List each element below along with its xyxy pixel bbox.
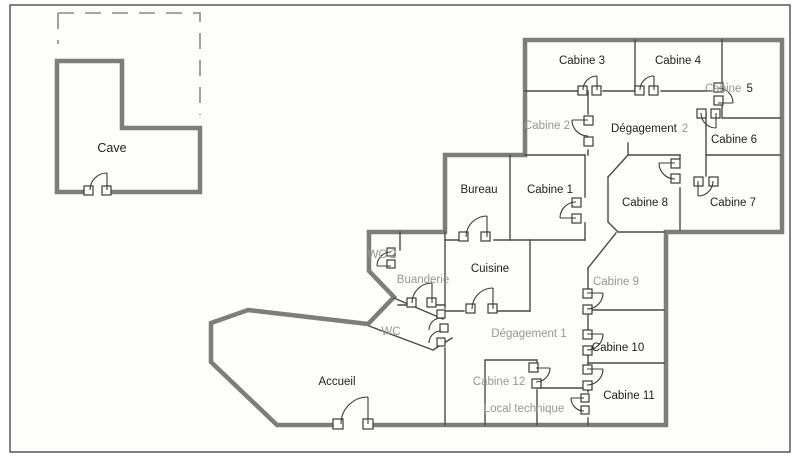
- room-label-cabine2: Cabine 2: [524, 120, 570, 132]
- room-label-wc2: WC 2: [368, 249, 397, 261]
- room-label-cabine3: Cabine 3: [559, 55, 605, 67]
- room-label-cabine9: Cabine 9: [593, 276, 639, 288]
- room-label-wc: WC: [381, 326, 400, 338]
- room-label-cabine12: Cabine 12: [473, 376, 525, 388]
- wc2-door-icon: [376, 247, 396, 269]
- room-label-degagement1: Dégagement 1: [491, 328, 566, 340]
- cave-exterior-wall: [54, 58, 203, 195]
- cuisine-door-icon: [465, 287, 498, 314]
- sheet-border: [9, 4, 791, 453]
- cave-door-icon: [83, 172, 112, 196]
- boundary-dashed-line: [57, 12, 201, 115]
- room-label-accueil: Accueil: [318, 376, 355, 388]
- room-label-cabine6: Cabine 6: [711, 134, 757, 146]
- cabine5-door-icon: [713, 82, 734, 106]
- room-label-cabine1: Cabine 1: [527, 184, 573, 196]
- interior-partitions: [368, 39, 781, 426]
- wc-doors-icon: [428, 309, 449, 347]
- room-label-bureau: Bureau: [460, 184, 497, 196]
- cabine11-door-icon: [582, 364, 604, 391]
- local-technique-door-icon: [570, 393, 590, 415]
- cabine10-door-icon: [582, 329, 604, 356]
- cabine12-door-icon: [528, 362, 551, 389]
- buanderie-door-icon: [406, 282, 437, 308]
- room-label-cabine10: Cabine 10: [592, 342, 644, 354]
- room-label-cabine4: Cabine 4: [655, 55, 702, 67]
- door-symbols: [83, 75, 734, 430]
- wall-cabine6: [705, 112, 781, 156]
- wall-cabine8-west: [607, 142, 681, 233]
- cabine3-door-icon: [577, 75, 602, 96]
- cabine2-door-icon: [571, 115, 594, 147]
- cabine9-door-icon: [582, 288, 604, 315]
- wall-cabine12: [484, 359, 538, 426]
- entrance-door-icon: [332, 396, 374, 430]
- cabine4-door-icon: [634, 75, 659, 96]
- room-label-local-technique: Local technique: [484, 403, 565, 415]
- room-label-cabine11: Cabine 11: [603, 390, 655, 402]
- cabine8-door-icon: [658, 158, 681, 184]
- wall-cabine9-diagonal: [587, 232, 617, 269]
- bureau-door-icon: [458, 215, 491, 242]
- room-label-cave: Cave: [97, 141, 126, 155]
- room-label-cuisine: Cuisine: [471, 263, 509, 275]
- building-exterior-wall: [208, 37, 785, 428]
- cabine1-door-icon: [559, 197, 582, 224]
- cabine6-door-icon: [696, 108, 721, 129]
- room-label-cabine8: Cabine 8: [622, 197, 668, 209]
- room-label-buanderie: Buanderie: [397, 274, 449, 286]
- room-label-cabine7: Cabine 7: [710, 197, 756, 209]
- cabine7-door-icon: [693, 176, 719, 197]
